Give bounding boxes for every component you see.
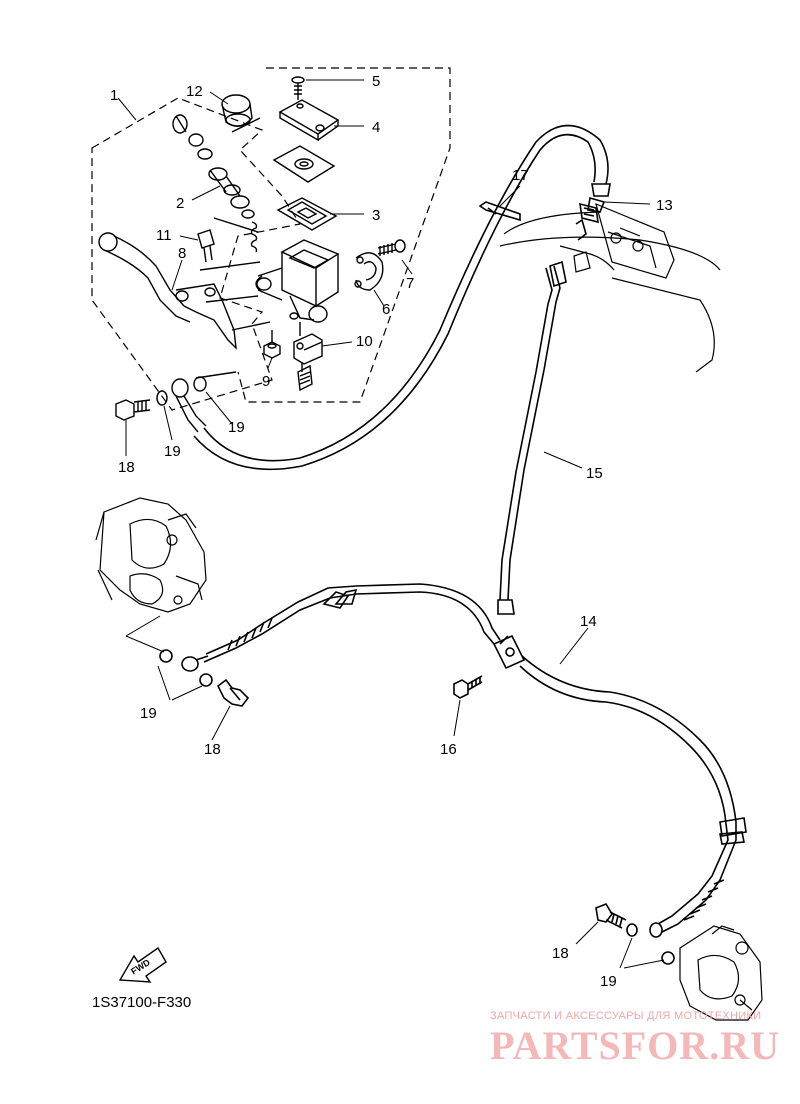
part-4-cap bbox=[278, 99, 340, 142]
callout-17: 17 bbox=[512, 167, 529, 184]
part-3-diaphragm bbox=[276, 197, 338, 231]
callout-15: 15 bbox=[586, 465, 603, 482]
callout-3: 3 bbox=[372, 207, 380, 224]
part-19-washers-right bbox=[626, 923, 675, 965]
piston-spring bbox=[250, 221, 258, 253]
master-cylinder-body bbox=[255, 239, 340, 323]
callout-5: 5 bbox=[372, 73, 380, 90]
part-14-hose bbox=[519, 655, 747, 938]
callout-10: 10 bbox=[356, 333, 373, 350]
callout-19-left: 19 bbox=[140, 705, 157, 722]
diaphragm-plate bbox=[272, 145, 336, 183]
callout-12: 12 bbox=[186, 83, 203, 100]
right-caliper bbox=[679, 925, 763, 1021]
hose-t-joint bbox=[492, 634, 526, 670]
callout-8: 8 bbox=[178, 245, 186, 262]
banjo-fitting-top bbox=[171, 378, 207, 433]
master-cylinder-group-boundary bbox=[91, 67, 451, 411]
brake-hoses bbox=[159, 124, 747, 965]
handlebar-area bbox=[499, 202, 721, 373]
part-18-bolt-left bbox=[216, 678, 250, 707]
part-17-clip bbox=[478, 201, 521, 222]
part-2-piston-assembly bbox=[197, 148, 255, 219]
master-cylinder-parts bbox=[98, 76, 406, 433]
callout-19-top-right: 19 bbox=[228, 419, 245, 436]
part-13-fitting bbox=[575, 202, 599, 241]
callout-13: 13 bbox=[656, 197, 673, 214]
watermark-brand: PARTSFOR.RU bbox=[490, 1023, 780, 1068]
leader-lines bbox=[117, 79, 665, 969]
callout-19-right: 19 bbox=[600, 973, 617, 990]
callout-4: 4 bbox=[372, 119, 380, 136]
part-8-lever bbox=[98, 232, 237, 350]
part-16-bolt bbox=[453, 675, 483, 699]
callout-11: 11 bbox=[156, 227, 172, 244]
callout-1: 1 bbox=[110, 87, 118, 104]
part-18-banjo-bolt-top bbox=[115, 399, 151, 421]
part-5-screw bbox=[291, 76, 305, 100]
callout-2: 2 bbox=[176, 195, 184, 212]
part-6-clamp bbox=[354, 252, 384, 291]
callout-18-left: 18 bbox=[204, 741, 221, 758]
part-19-washers-left bbox=[159, 649, 213, 687]
left-caliper bbox=[95, 497, 207, 613]
part-10-brake-switch bbox=[293, 333, 323, 392]
lower-left-hose bbox=[181, 583, 501, 672]
piston-circlip bbox=[172, 114, 204, 147]
callout-6: 6 bbox=[382, 301, 390, 318]
part-12-boot bbox=[221, 94, 253, 127]
fwd-arrow: FWD bbox=[118, 946, 167, 983]
part-19-washers-top bbox=[156, 376, 207, 406]
part-15-hose bbox=[497, 260, 567, 615]
callout-7: 7 bbox=[406, 275, 414, 292]
callout-9: 9 bbox=[262, 373, 270, 390]
callout-numbers: 1 12 2 11 8 5 4 3 7 6 10 9 19 19 18 17 1… bbox=[110, 73, 673, 990]
upper-brake-hose bbox=[193, 124, 611, 471]
callout-19-top-left: 19 bbox=[164, 443, 181, 460]
part-11-pivot-bolt bbox=[197, 229, 215, 263]
part-9-nut bbox=[263, 341, 281, 359]
part-7-bolt bbox=[377, 239, 406, 256]
watermark-subtitle: ЗАПЧАСТИ И АКСЕССУАРЫ ДЛЯ МОТОТЕХНИКИ bbox=[490, 1010, 762, 1022]
callout-16: 16 bbox=[440, 741, 457, 758]
callout-18-right: 18 bbox=[552, 945, 569, 962]
callout-14: 14 bbox=[580, 613, 597, 630]
callout-18-top: 18 bbox=[118, 459, 135, 476]
part-18-bolt-right bbox=[595, 903, 627, 929]
reference-code: 1S37100-F330 bbox=[92, 994, 192, 1011]
